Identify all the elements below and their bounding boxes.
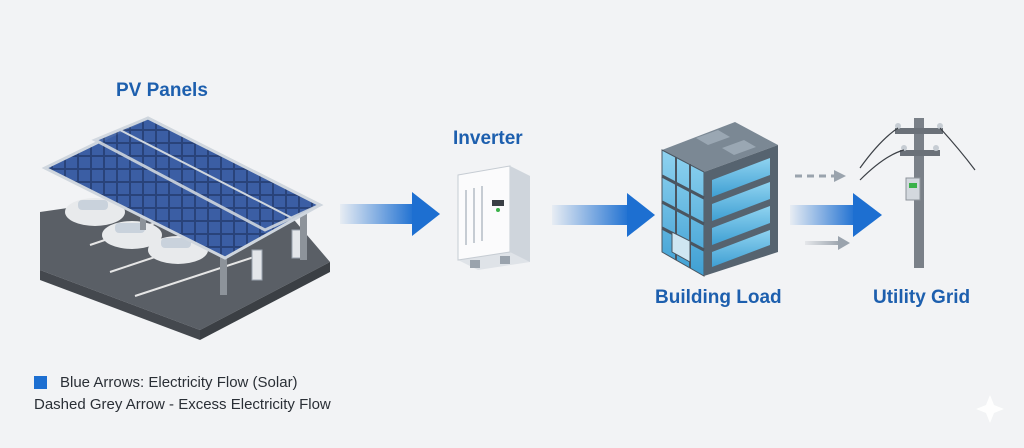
label-pv-panels: PV Panels [116, 80, 208, 101]
dashed-grey-arrow-excess-flow [795, 170, 846, 182]
flow-arrow-solar-to-inverter [340, 192, 440, 236]
car [65, 198, 125, 226]
flow-arrow-inverter-to-building [552, 193, 655, 237]
label-inverter: Inverter [453, 128, 523, 149]
label-building-load: Building Load [655, 287, 782, 308]
solar-carport-illustration [40, 116, 330, 340]
car [102, 221, 162, 249]
ev-charger [251, 249, 263, 281]
inverter-illustration [457, 165, 530, 270]
legend-blue-arrows: Blue Arrows: Electricity Flow (Solar) [60, 374, 298, 391]
inverter-display [492, 200, 504, 206]
legend-blue-swatch [34, 376, 47, 389]
building-illustration [661, 122, 778, 277]
flow-arrow-building-to-grid [790, 193, 882, 237]
utility-pole-illustration [859, 118, 976, 268]
grey-arrow-return-flow [805, 236, 850, 250]
legend-dashed-grey-arrow: Dashed Grey Arrow - Excess Electricity F… [34, 396, 331, 413]
electric-meter [905, 177, 921, 201]
label-utility-grid: Utility Grid [873, 287, 971, 308]
